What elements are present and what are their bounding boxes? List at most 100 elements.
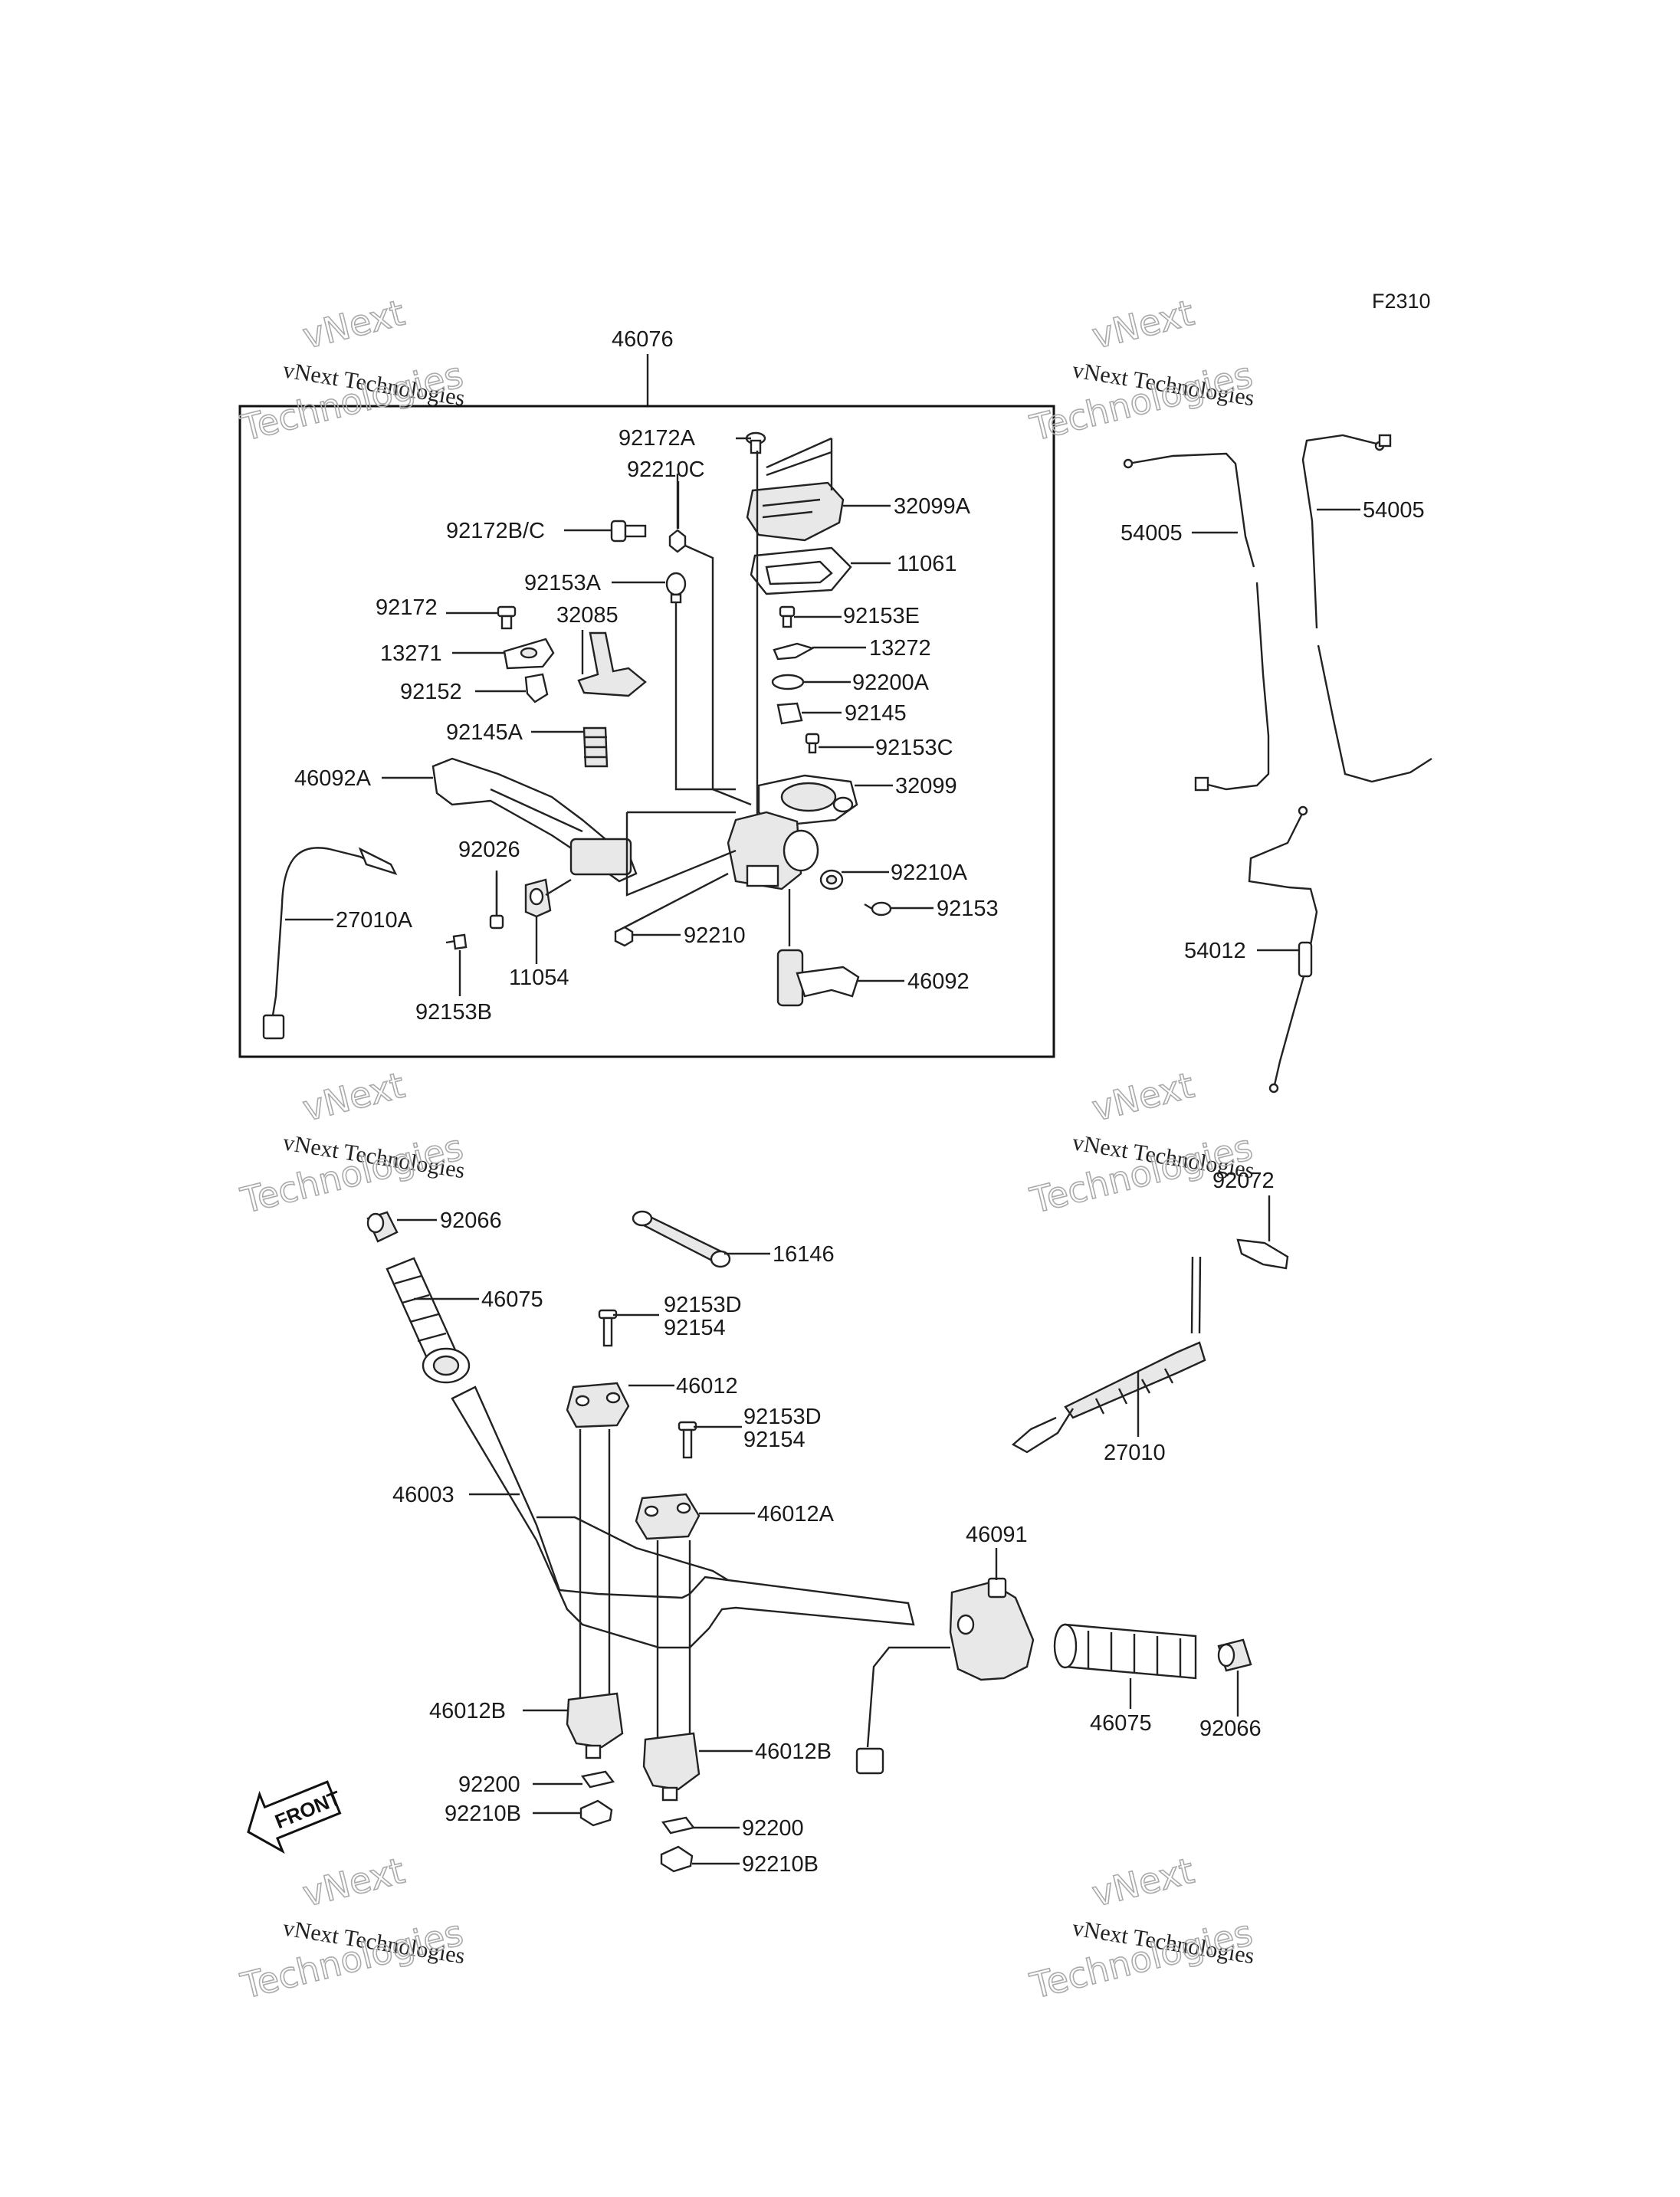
- label-92172a: 92172A: [619, 426, 696, 451]
- svg-text:vNext: vNext: [299, 292, 409, 357]
- bolt-92153d-b: [678, 1421, 697, 1459]
- label-92145a: 92145A: [446, 720, 523, 745]
- label-27010: 27010: [1104, 1441, 1166, 1465]
- label-11061: 11061: [897, 552, 957, 576]
- label-46092: 46092: [907, 969, 970, 994]
- label-46012: 46012: [676, 1374, 738, 1399]
- holder-46012b-left: [566, 1692, 624, 1759]
- label-11054: 11054: [509, 966, 569, 990]
- plate-32085: [577, 631, 647, 697]
- svg-text:vNext: vNext: [1088, 1850, 1198, 1915]
- collar-92152: [524, 673, 549, 703]
- label-46003: 46003: [392, 1483, 454, 1507]
- label-92172bc: 92172B/C: [446, 519, 545, 543]
- bracket-11054: [524, 878, 572, 918]
- label-92153d-a: 92153D: [664, 1293, 742, 1317]
- master-cylinder-housing: [727, 811, 819, 890]
- label-92210c: 92210C: [627, 457, 705, 482]
- leader-lines: [285, 437, 1360, 1865]
- cover-32099a: [746, 481, 845, 542]
- grip-46075-right: [1053, 1623, 1197, 1680]
- end-cap-92066-right: [1217, 1638, 1252, 1672]
- label-27010a: 27010A: [336, 908, 413, 933]
- nut-92210b-right: [660, 1845, 694, 1873]
- label-92066-left: 92066: [440, 1208, 502, 1233]
- cable-54012: [1248, 805, 1318, 1094]
- diagram-code: F2310: [1372, 290, 1431, 313]
- handlebar-46003: [451, 1385, 915, 1649]
- gasket-11061: [750, 546, 852, 595]
- label-54005-right: 54005: [1363, 498, 1425, 523]
- label-92210a: 92210A: [891, 861, 968, 885]
- clip-92072: [1236, 1238, 1289, 1270]
- grip-46075-left: [386, 1257, 471, 1384]
- master-cylinder-32099: [757, 774, 858, 828]
- screw-92172: [497, 605, 517, 630]
- label-92072: 92072: [1212, 1169, 1275, 1193]
- watermark-mid-right: vNext Technologies vNext Technologies: [1025, 1064, 1257, 1222]
- label-92200a: 92200A: [852, 671, 930, 695]
- assembly-label: 46076: [612, 327, 674, 352]
- front-arrow-icon: FRONT: [247, 1780, 344, 1854]
- nut-92210: [614, 926, 634, 947]
- label-13271: 13271: [380, 641, 442, 666]
- watermark-top-right: vNext Technologies vNext Technologies: [1025, 291, 1257, 450]
- watermark-top-left: vNext Technologies vNext Technologies: [236, 291, 468, 450]
- label-32099a: 32099A: [894, 494, 971, 519]
- wire-harness-27010: [1011, 1256, 1206, 1454]
- washer-92200-left: [580, 1770, 615, 1789]
- nut-92210c: [668, 529, 687, 553]
- cable-54005-left: [1123, 452, 1270, 792]
- label-16146: 16146: [773, 1242, 835, 1267]
- label-92153c: 92153C: [875, 736, 953, 760]
- svg-text:vNext: vNext: [1088, 292, 1198, 357]
- label-46012b-left: 46012B: [429, 1699, 506, 1723]
- label-32085: 32085: [556, 603, 619, 628]
- bolt-92153a: [665, 572, 687, 604]
- svg-text:vNext: vNext: [299, 1850, 409, 1915]
- watermark-bottom-left: vNext Technologies vNext Technologies: [236, 1849, 468, 2008]
- svg-text:vNext: vNext: [299, 1064, 409, 1130]
- switch-wire-27010a: [262, 847, 398, 1040]
- svg-text:vNext: vNext: [1088, 1064, 1198, 1130]
- switch-92145: [776, 702, 803, 725]
- label-46075-right: 46075: [1090, 1711, 1152, 1736]
- pin-92026: [489, 914, 504, 930]
- label-46012a: 46012A: [757, 1502, 835, 1526]
- terminal-13272: [773, 642, 815, 661]
- end-cap-92066-left: [366, 1211, 399, 1243]
- label-92210b-right: 92210B: [742, 1852, 819, 1877]
- label-32099: 32099: [895, 774, 957, 798]
- label-92066-right: 92066: [1199, 1717, 1262, 1741]
- label-92026: 92026: [458, 838, 520, 862]
- label-92153e: 92153E: [843, 604, 920, 628]
- label-92145: 92145: [845, 701, 907, 726]
- clamp-46012: [566, 1382, 630, 1428]
- throttle-lever-46092: [776, 889, 860, 1007]
- screw-92172a: [745, 431, 766, 454]
- label-92153d-b: 92153D: [743, 1405, 822, 1429]
- bolt-92153: [864, 901, 892, 917]
- washer-92200a: [771, 674, 805, 690]
- label-92210b-left: 92210B: [445, 1802, 521, 1826]
- switch-housing-46091: [855, 1577, 1035, 1775]
- clamp-46012a: [635, 1493, 701, 1540]
- label-54012: 54012: [1184, 939, 1246, 963]
- pad-16146: [632, 1210, 731, 1268]
- nut-92210b-left: [579, 1799, 613, 1827]
- bolt-92172bc: [610, 520, 647, 543]
- label-92153b: 92153B: [415, 1000, 492, 1025]
- washer-92210a: [819, 869, 844, 890]
- watermark-bottom-right: vNext Technologies vNext Technologies: [1025, 1849, 1257, 2008]
- watermark-mid-left: vNext Technologies vNext Technologies: [236, 1064, 468, 1222]
- screw-92153e: [779, 605, 796, 628]
- label-92210: 92210: [684, 923, 746, 948]
- holder-46012b-right: [642, 1732, 701, 1802]
- label-92153: 92153: [937, 897, 999, 921]
- screw-92153c: [805, 733, 820, 754]
- label-92153a: 92153A: [524, 571, 602, 595]
- label-92200-left: 92200: [458, 1772, 520, 1797]
- spring-92145a: [582, 726, 609, 768]
- cable-54005-right: [1301, 434, 1432, 783]
